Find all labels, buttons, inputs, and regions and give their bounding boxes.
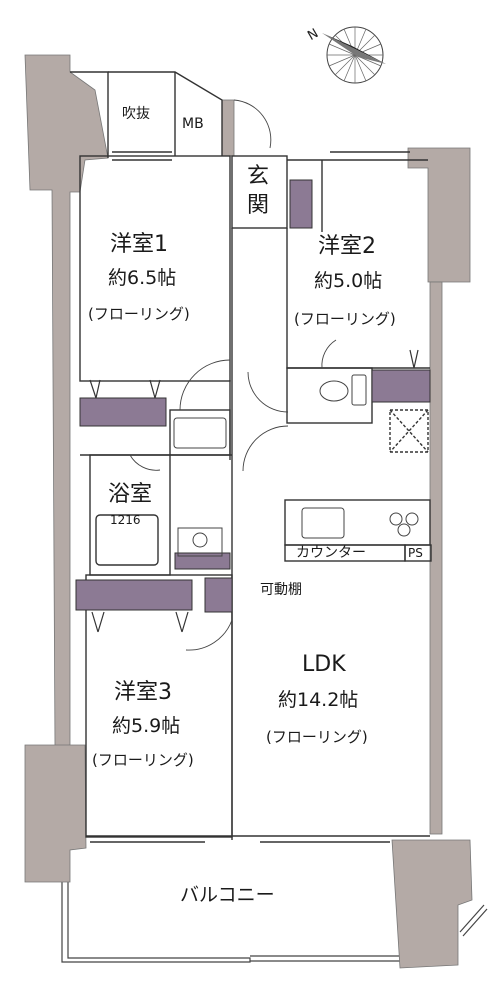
entrance-label-line2: 関 <box>247 193 270 218</box>
storage-closets <box>75 179 431 613</box>
hanger-marks <box>89 349 419 633</box>
counter-label: カウンター <box>296 545 366 561</box>
balcony-label: バルコニー <box>180 884 275 906</box>
room-western1-name: 洋室1 <box>110 232 168 257</box>
door-swings <box>129 99 337 651</box>
room-bath-name: 浴室 <box>108 482 153 507</box>
mb-label: MB <box>182 116 204 132</box>
room-western1-size: 約6.5帖 <box>108 267 177 289</box>
ps-label: PS <box>408 546 423 560</box>
room-ldk-floor: (フローリング) <box>266 728 368 746</box>
room-western3-name: 洋室3 <box>114 680 172 705</box>
room-western1-floor: (フローリング) <box>88 305 190 323</box>
structural-walls <box>24 54 473 969</box>
entrance-label-line1: 玄 <box>247 164 270 189</box>
room-bath-size: 1216 <box>110 513 141 527</box>
fixtures <box>173 374 419 557</box>
room-ldk-name: LDK <box>302 652 346 677</box>
compass-north-label: N <box>305 26 321 44</box>
compass-icon <box>322 26 386 84</box>
void-label: 吹抜 <box>122 106 150 122</box>
room-western2-floor: (フローリング) <box>294 310 396 328</box>
movable-shelf-label: 可動棚 <box>260 582 302 598</box>
room-ldk-size: 約14.2帖 <box>278 689 359 711</box>
balcony-area <box>61 848 488 963</box>
room-western3-floor: (フローリング) <box>92 751 194 769</box>
room-western2-name: 洋室2 <box>318 234 376 259</box>
room-western3-size: 約5.9帖 <box>112 715 181 737</box>
room-western2-size: 約5.0帖 <box>314 270 383 292</box>
